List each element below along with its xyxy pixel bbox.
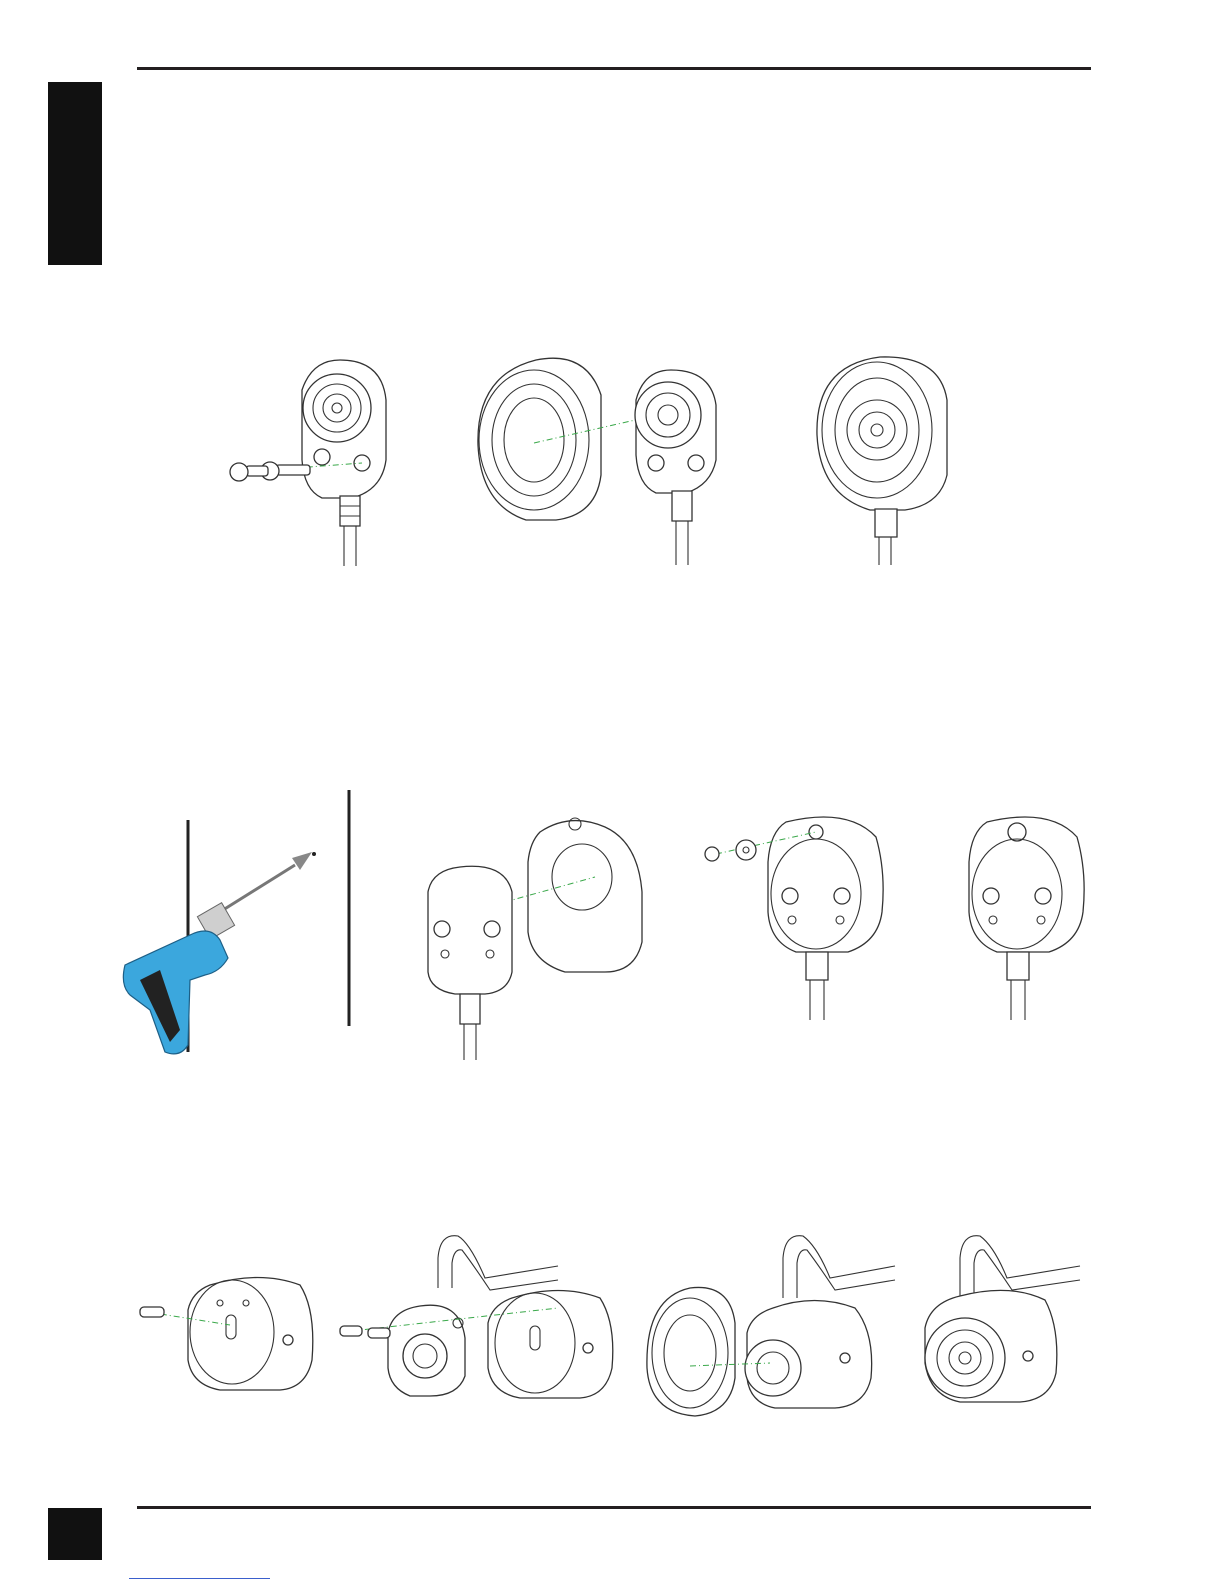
front-cover-attach-illustration [645, 1228, 900, 1428]
front-cover-alignment-illustration [476, 355, 746, 570]
final-mount-illustration [920, 1228, 1085, 1418]
footer-rule [137, 1506, 1091, 1509]
drill-wall-illustration [120, 790, 360, 1070]
language-side-tab [48, 82, 102, 265]
mount-bracket-fit-illustration [420, 812, 645, 1062]
mini-camera-screws-illustration [222, 360, 402, 570]
camera-into-base-illustration [330, 1228, 620, 1408]
footer-link-underline[interactable] [129, 1578, 270, 1579]
page-number-box [48, 1508, 102, 1560]
bracket-mounted-illustration [965, 812, 1095, 1022]
bracket-screw-illustration [698, 812, 888, 1022]
assembled-camera-illustration [815, 355, 955, 570]
wall-base-screw-illustration [130, 1270, 320, 1405]
header-rule [137, 67, 1091, 70]
